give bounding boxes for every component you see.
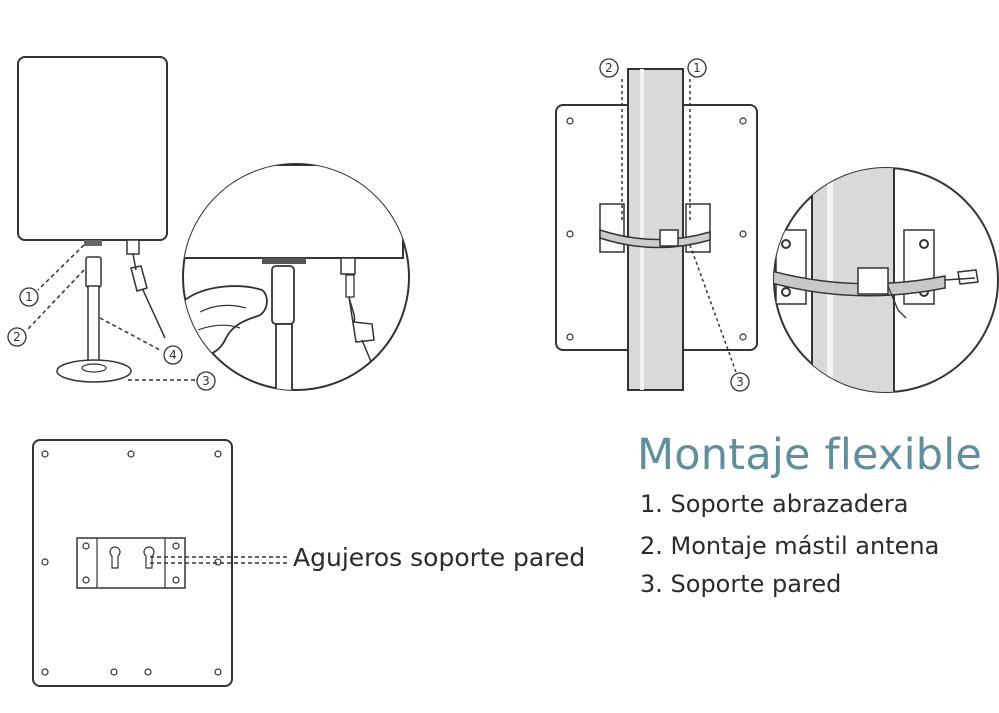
stand-pole bbox=[87, 285, 100, 365]
hose-clamp bbox=[599, 228, 711, 249]
feature-item-mast: 2. Montaje mástil antena bbox=[640, 532, 940, 560]
stand-callout-3: 3 bbox=[202, 374, 210, 388]
stand-joint bbox=[85, 256, 102, 288]
antenna-panel-front bbox=[17, 56, 168, 241]
mast-leader-lines bbox=[621, 79, 737, 373]
mast-detail-magnifier bbox=[773, 167, 999, 393]
mast-callout-2: 2 bbox=[605, 61, 613, 75]
stand-callout-1: 1 bbox=[25, 290, 33, 304]
stand-mount-view bbox=[7, 56, 216, 391]
feature-item-wall: 3. Soporte pared bbox=[640, 570, 842, 598]
wall-bracket bbox=[76, 537, 186, 589]
wall-holes-label: Agujeros soporte pared bbox=[293, 543, 586, 572]
stand-detail-magnifier bbox=[182, 163, 410, 391]
stand-leader-lines bbox=[26, 244, 196, 381]
coax-cable bbox=[130, 253, 166, 339]
feature-item-clamp: 1. Soporte abrazadera bbox=[640, 490, 909, 518]
stand-callout-2: 2 bbox=[13, 330, 21, 344]
coax-connector bbox=[126, 239, 140, 255]
stand-callout-numbers: 1 2 3 4 bbox=[13, 290, 210, 388]
stand-callout-4: 4 bbox=[169, 348, 177, 362]
feature-heading: Montaje flexible bbox=[637, 430, 983, 480]
keyhole-left bbox=[109, 546, 121, 569]
mast-mount-view bbox=[555, 58, 758, 392]
wall-mount-view bbox=[32, 439, 288, 687]
mast-callout-numbers: 1 2 3 bbox=[605, 61, 744, 389]
mast-callout-1: 1 bbox=[693, 61, 701, 75]
mast-callout-3: 3 bbox=[736, 375, 744, 389]
